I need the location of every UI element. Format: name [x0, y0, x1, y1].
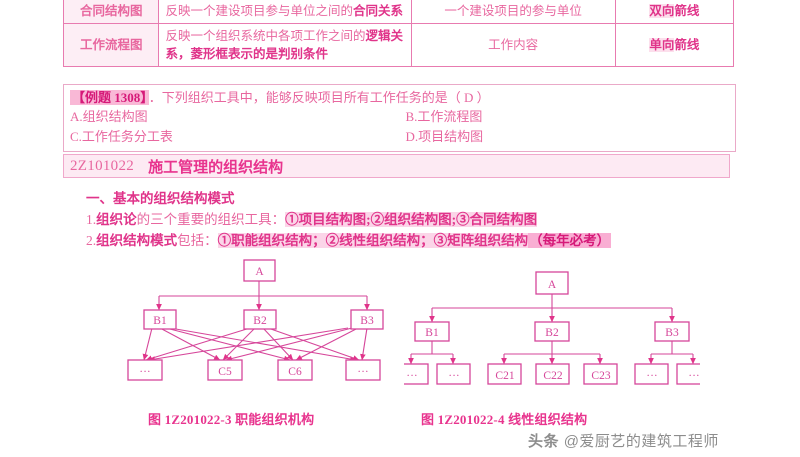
svg-text:···: ··· — [406, 370, 418, 382]
table-row: 工作流程图 反映一个组织系统中各项工作之间的逻辑关系，菱形框表示的是判别条件 工… — [62, 23, 735, 67]
option-b: B.工作流程图 — [405, 109, 483, 124]
row-object-cell: 工作内容 — [410, 23, 616, 67]
line-rest: 箭线 — [674, 38, 700, 52]
section-title: 施工管理的组织结构 — [148, 159, 284, 176]
node-labels: A B1 B2 B3 ··· C5 C6 ··· — [139, 266, 374, 378]
linear-structure-svg: A B1 B2 B3 ··· ··· C21 C22 C23 ··· ··· — [404, 271, 700, 385]
row-description-cell: 反映一个建设项目参与单位之间的合同关系 — [158, 0, 412, 24]
watermark-handle: @爱厨艺的建筑工程师 — [563, 433, 719, 450]
svg-text:B2: B2 — [253, 315, 267, 327]
linear-structure-diagram: A B1 B2 B3 ··· ··· C21 C22 C23 ··· ··· — [404, 266, 700, 398]
svg-text:C5: C5 — [218, 366, 232, 378]
line-bold: 单向 — [649, 38, 675, 52]
row-name-cell: 工作流程图 — [62, 23, 160, 67]
right-diagram-caption: 图 1Z201022-4 线性组织结构 — [421, 412, 588, 427]
example-options-row: C.工作任务分工表 D.项目结构图 — [70, 127, 729, 147]
section-number: 2Z101022 — [70, 157, 135, 174]
desc-bold: 逻辑关系，菱形框表示的是判别条件 — [165, 29, 403, 61]
svg-text:B3: B3 — [360, 315, 374, 327]
option-d: D.项目结构图 — [405, 129, 484, 144]
example-stem: ．下列组织工具中，能够反映项目所有工作任务的是（ D ） — [148, 90, 490, 105]
functional-structure-svg: A B1 B2 B3 ··· C5 C6 ··· — [127, 259, 384, 381]
svg-text:···: ··· — [357, 366, 369, 378]
svg-text:···: ··· — [139, 366, 151, 378]
desc-bold: 合同关系 — [352, 4, 403, 18]
section-header: 2Z101022 施工管理的组织结构 — [63, 154, 730, 178]
desc-plain: 反映一个组织系统中各项工作之间的 — [165, 29, 366, 43]
svg-text:B1: B1 — [153, 315, 167, 327]
node-labels: A B1 B2 B3 ··· ··· C21 C22 C23 ··· ··· — [406, 279, 700, 382]
watermark: 头条 @爱厨艺的建筑工程师 — [528, 430, 719, 451]
exam-frequency-badge: （每年必考） — [528, 233, 612, 248]
svg-text:C22: C22 — [543, 370, 562, 382]
content-heading: 一、基本的组织结构模式 — [86, 191, 235, 206]
left-diagram-caption: 图 1Z201022-3 职能组织机构 — [148, 412, 315, 427]
content-item-2: 2.组织结构模式包括：①职能组织结构；②线性组织结构；③矩阵组织结构（每年必考） — [86, 233, 612, 248]
option-a: A.组织结构图 — [70, 109, 148, 124]
svg-text:B2: B2 — [545, 327, 559, 339]
row-object-cell: 一个建设项目的参与单位 — [410, 0, 616, 24]
row-line-cell: 双向箭线 — [614, 0, 735, 24]
example-question-box: 【例题 1308】．下列组织工具中，能够反映项目所有工作任务的是（ D ） A.… — [63, 84, 736, 152]
svg-text:B3: B3 — [665, 327, 679, 339]
svg-text:···: ··· — [646, 370, 658, 382]
example-stem-line: 【例题 1308】．下列组织工具中，能够反映项目所有工作任务的是（ D ） — [70, 88, 729, 107]
organization-tools-table: 合同结构图 反映一个建设项目参与单位之间的合同关系 一个建设项目的参与单位 双向… — [62, 0, 735, 67]
example-tag: 【例题 1308】 — [70, 90, 149, 105]
line-bold: 双向 — [649, 4, 675, 18]
row-name-cell: 合同结构图 — [62, 0, 160, 24]
table-row: 合同结构图 反映一个建设项目参与单位之间的合同关系 一个建设项目的参与单位 双向… — [62, 0, 735, 24]
row-description-cell: 反映一个组织系统中各项工作之间的逻辑关系，菱形框表示的是判别条件 — [158, 23, 412, 67]
content-item-1: 1.组织论的三个重要的组织工具：①项目结构图;②组织结构图;③合同结构图 — [86, 212, 538, 227]
example-options-row: A.组织结构图 B.工作流程图 — [70, 107, 729, 127]
line-rest: 箭线 — [674, 4, 700, 18]
svg-text:C6: C6 — [288, 366, 302, 378]
content-block: 一、基本的组织结构模式 1.组织论的三个重要的组织工具：①项目结构图;②组织结构… — [86, 188, 736, 251]
svg-text:B1: B1 — [425, 327, 439, 339]
svg-text:···: ··· — [688, 370, 700, 382]
desc-plain: 反映一个建设项目参与单位之间的 — [165, 4, 353, 18]
svg-text:C21: C21 — [495, 370, 514, 382]
svg-text:A: A — [548, 279, 557, 291]
row-line-cell: 单向箭线 — [614, 23, 735, 67]
option-c: C.工作任务分工表 — [70, 129, 173, 144]
svg-text:C23: C23 — [591, 370, 610, 382]
watermark-platform: 头条 — [528, 433, 560, 450]
svg-text:A: A — [255, 266, 264, 278]
functional-structure-diagram: A B1 B2 B3 ··· C5 C6 ··· — [124, 256, 394, 398]
svg-text:···: ··· — [448, 370, 460, 382]
